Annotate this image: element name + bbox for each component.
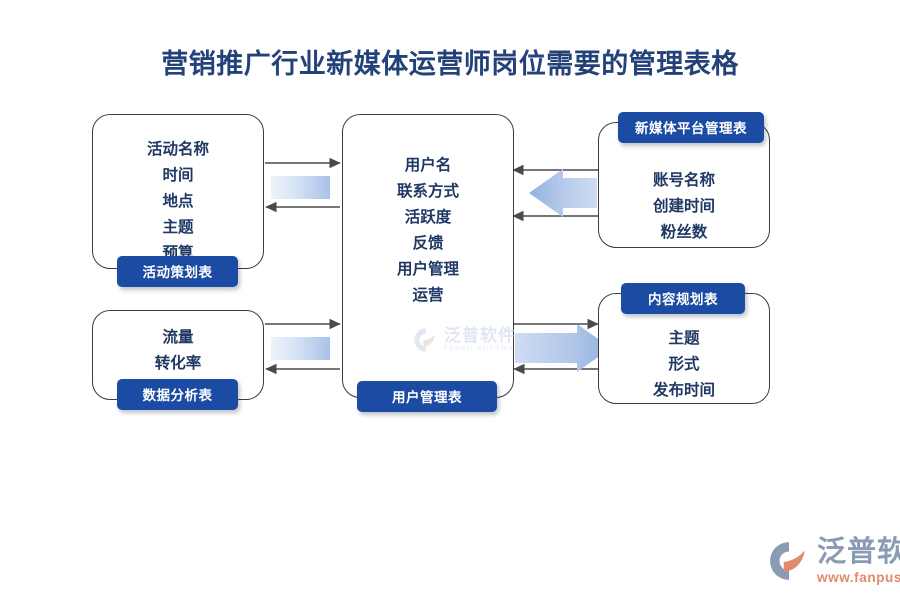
field-label: 活动名称 (146, 141, 209, 158)
page-title: 营销推广行业新媒体运营师岗位需要的管理表格 (161, 49, 739, 79)
badge-new-media-platform[interactable]: 新媒体平台管理表 (618, 112, 764, 143)
gradient-block-left-top (271, 176, 330, 199)
company-logo: 泛普软件 www.fanpusoft.com (768, 538, 900, 585)
watermark: 泛普软件 FANPU SOFTWARE (413, 327, 526, 353)
node-user-management[interactable]: 用户名 联系方式 活跃度 反馈 用户管理 运营 (342, 114, 514, 398)
field-label: 主题 (668, 330, 700, 347)
field-label: 活跃度 (404, 209, 452, 226)
field-label: 形式 (668, 356, 700, 373)
gradient-arrow-user-to-content (515, 324, 611, 372)
field-label: 粉丝数 (660, 224, 708, 241)
logo-url: www.fanpusoft.com (817, 570, 900, 585)
field-label: 反馈 (412, 235, 444, 252)
badge-content-plan[interactable]: 内容规划表 (621, 283, 745, 314)
fanpu-watermark-icon (414, 328, 436, 352)
field-label: 转化率 (154, 355, 202, 372)
field-label: 用户管理 (396, 261, 459, 278)
field-label: 发布时间 (652, 382, 715, 399)
field-label: 时间 (162, 167, 194, 184)
field-label: 地点 (162, 193, 194, 210)
gradient-arrow-platform-to-user (529, 169, 597, 217)
field-label: 创建时间 (652, 198, 715, 215)
field-label: 账号名称 (652, 172, 715, 189)
field-label: 主题 (162, 219, 194, 236)
field-label: 用户名 (404, 157, 452, 174)
node-activity-plan[interactable]: 活动名称 时间 地点 主题 预算 (92, 114, 264, 269)
gradient-block-left-bottom (271, 337, 330, 360)
badge-activity-plan[interactable]: 活动策划表 (117, 256, 238, 287)
badge-user-management[interactable]: 用户管理表 (357, 381, 497, 412)
fanpu-logo-icon (770, 542, 805, 581)
field-label: 流量 (162, 329, 194, 346)
field-label: 联系方式 (396, 183, 459, 200)
logo-name: 泛普软件 (817, 536, 900, 568)
watermark-subtitle: FANPU SOFTWARE (444, 345, 527, 353)
badge-data-analysis[interactable]: 数据分析表 (117, 379, 238, 410)
watermark-name: 泛普软件 (444, 326, 516, 346)
field-label: 运营 (412, 287, 444, 304)
node-new-media-platform[interactable]: 账号名称 创建时间 粉丝数 (598, 122, 770, 248)
